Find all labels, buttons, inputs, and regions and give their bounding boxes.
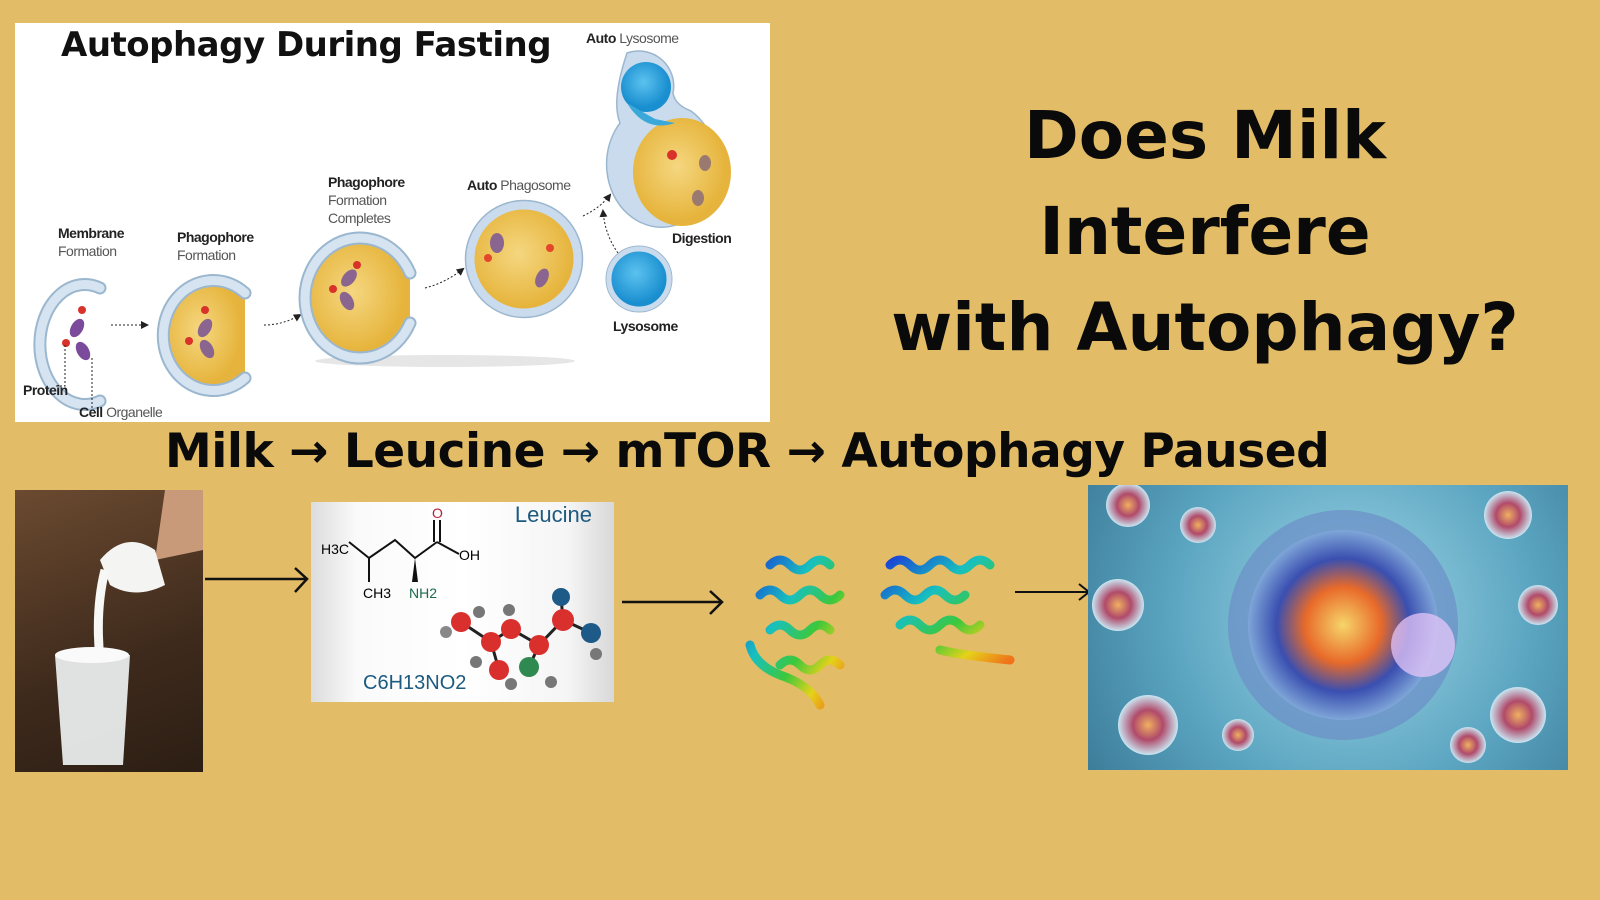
stage-auto-phagosome: Auto Phagosome	[467, 177, 571, 193]
diagram-title: Autophagy During Fasting	[61, 25, 552, 65]
arrow-right-icon	[205, 567, 309, 593]
stage-auto-lysosome: Auto Lysosome	[586, 30, 679, 46]
autophagy-diagram: Autophagy During Fasting	[15, 23, 770, 422]
h3c-label: H3C	[321, 541, 349, 557]
flow-caption: Milk → Leucine → mTOR → Autophagy Paused	[165, 424, 1330, 479]
label-cell-organelle: Cell Organelle	[79, 404, 163, 420]
arrow-right-icon	[1015, 583, 1091, 601]
oxygen-label: O	[432, 505, 443, 521]
leucine-formula: C6H13NO2	[363, 672, 467, 694]
arrow-right-icon	[622, 590, 724, 615]
ch3-label: CH3	[363, 585, 391, 601]
headline-line-2: with Autophagy?	[891, 289, 1519, 366]
label-protein: Protein	[23, 382, 68, 398]
headline: Does Milk Interfere with Autophagy?	[860, 88, 1550, 376]
leucine-name: Leucine	[514, 502, 592, 527]
leucine-structure-image: Leucine H3C CH3 NH2 O OH C6H13NO2	[311, 502, 614, 702]
label-lysosome: Lysosome	[613, 318, 678, 334]
label-digestion: Digestion	[672, 230, 732, 246]
nh2-label: NH2	[409, 585, 437, 601]
autophagy-stages-illustration	[33, 50, 731, 411]
oh-label: OH	[459, 547, 480, 563]
headline-line-1: Does Milk Interfere	[1024, 97, 1386, 270]
cell-illustration	[1088, 485, 1568, 770]
mtor-protein-structure	[745, 555, 1015, 710]
milk-pouring-photo	[15, 490, 203, 772]
